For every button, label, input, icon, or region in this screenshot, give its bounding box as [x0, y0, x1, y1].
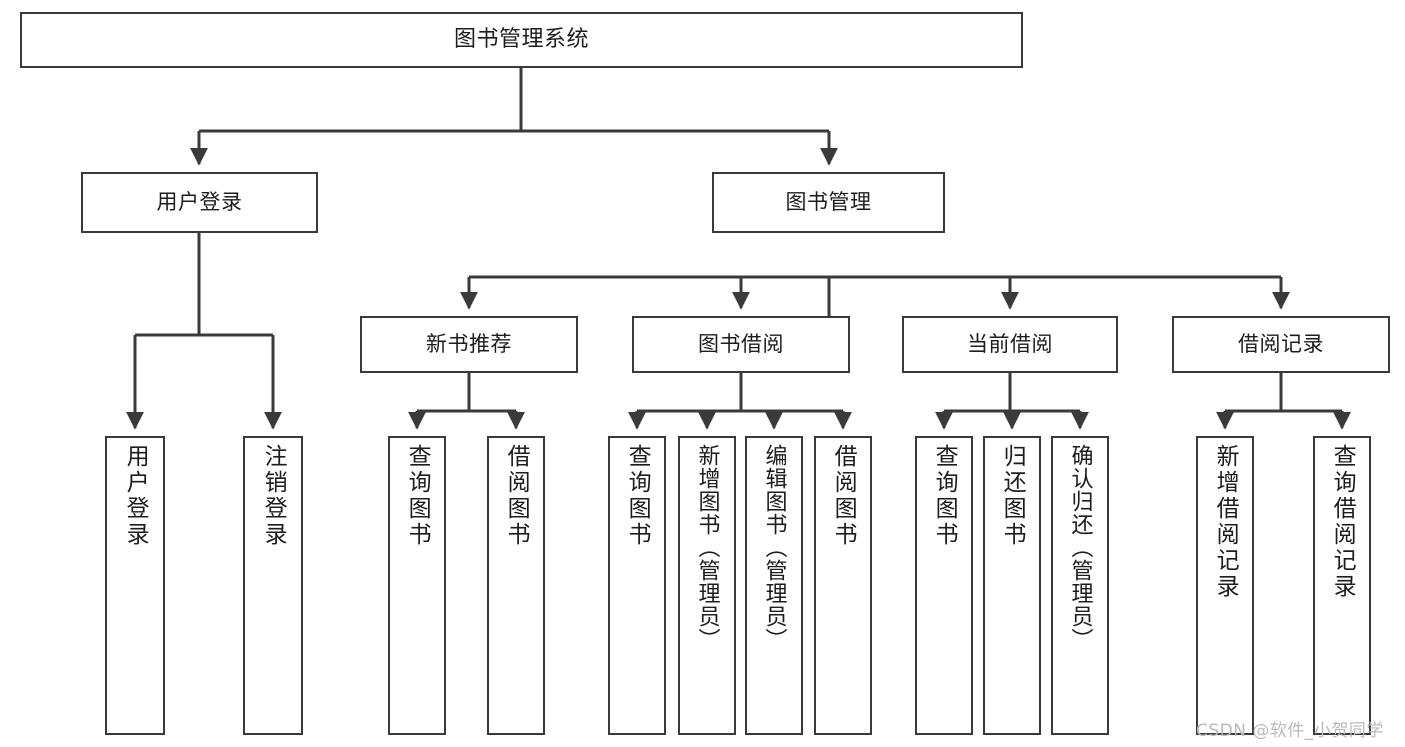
- node-leaf-user-login[interactable]: 用户登录: [105, 436, 165, 735]
- node-user-login[interactable]: 用户登录: [81, 172, 318, 233]
- node-leaf-borrow-book-2[interactable]: 借阅图书: [814, 436, 872, 735]
- node-leaf-add-book-label: 新增图书（管理员）: [694, 444, 720, 651]
- node-leaf-edit-book[interactable]: 编辑图书（管理员）: [745, 436, 803, 735]
- node-borrow-record-label: 借阅记录: [1238, 332, 1324, 357]
- node-leaf-borrow-book-2-label: 借阅图书: [830, 444, 857, 548]
- node-leaf-query-book-2[interactable]: 查询图书: [608, 436, 666, 735]
- node-leaf-query-record-label: 查询借阅记录: [1329, 444, 1356, 600]
- node-root-label: 图书管理系统: [453, 27, 589, 53]
- node-leaf-logout-login[interactable]: 注销登录: [243, 436, 303, 735]
- node-leaf-return-book[interactable]: 归还图书: [983, 436, 1041, 735]
- node-new-book-rec-label: 新书推荐: [426, 332, 512, 357]
- node-user-login-label: 用户登录: [156, 190, 243, 215]
- node-book-manage[interactable]: 图书管理: [712, 172, 945, 233]
- node-leaf-query-book-3-label: 查询图书: [931, 444, 958, 548]
- node-leaf-confirm-return-label: 确认归还（管理员）: [1067, 444, 1093, 651]
- node-leaf-add-book[interactable]: 新增图书（管理员）: [678, 436, 736, 735]
- node-current-borrow[interactable]: 当前借阅: [902, 316, 1118, 373]
- node-new-book-rec[interactable]: 新书推荐: [360, 316, 578, 373]
- node-borrow-record[interactable]: 借阅记录: [1172, 316, 1390, 373]
- node-leaf-query-book-2-label: 查询图书: [624, 444, 651, 548]
- node-book-borrow[interactable]: 图书借阅: [632, 316, 850, 373]
- node-current-borrow-label: 当前借阅: [967, 332, 1053, 357]
- node-leaf-query-book-3[interactable]: 查询图书: [915, 436, 973, 735]
- node-leaf-borrow-book-1-label: 借阅图书: [503, 444, 530, 548]
- node-root[interactable]: 图书管理系统: [20, 12, 1023, 68]
- node-leaf-edit-book-label: 编辑图书（管理员）: [761, 444, 787, 651]
- csdn-watermark: CSDN @软件_小贺同学: [1196, 721, 1384, 741]
- node-leaf-add-record[interactable]: 新增借阅记录: [1196, 436, 1254, 735]
- node-leaf-confirm-return[interactable]: 确认归还（管理员）: [1051, 436, 1109, 735]
- node-book-manage-label: 图书管理: [785, 190, 872, 215]
- node-leaf-query-book-1-label: 查询图书: [404, 444, 431, 548]
- node-leaf-logout-login-label: 注销登录: [260, 444, 287, 548]
- node-book-borrow-label: 图书借阅: [698, 332, 784, 357]
- node-leaf-return-book-label: 归还图书: [999, 444, 1026, 548]
- node-leaf-query-book-1[interactable]: 查询图书: [388, 436, 446, 735]
- node-leaf-borrow-book-1[interactable]: 借阅图书: [487, 436, 545, 735]
- node-leaf-user-login-label: 用户登录: [122, 444, 149, 548]
- node-leaf-add-record-label: 新增借阅记录: [1212, 444, 1239, 600]
- node-leaf-query-record[interactable]: 查询借阅记录: [1313, 436, 1371, 735]
